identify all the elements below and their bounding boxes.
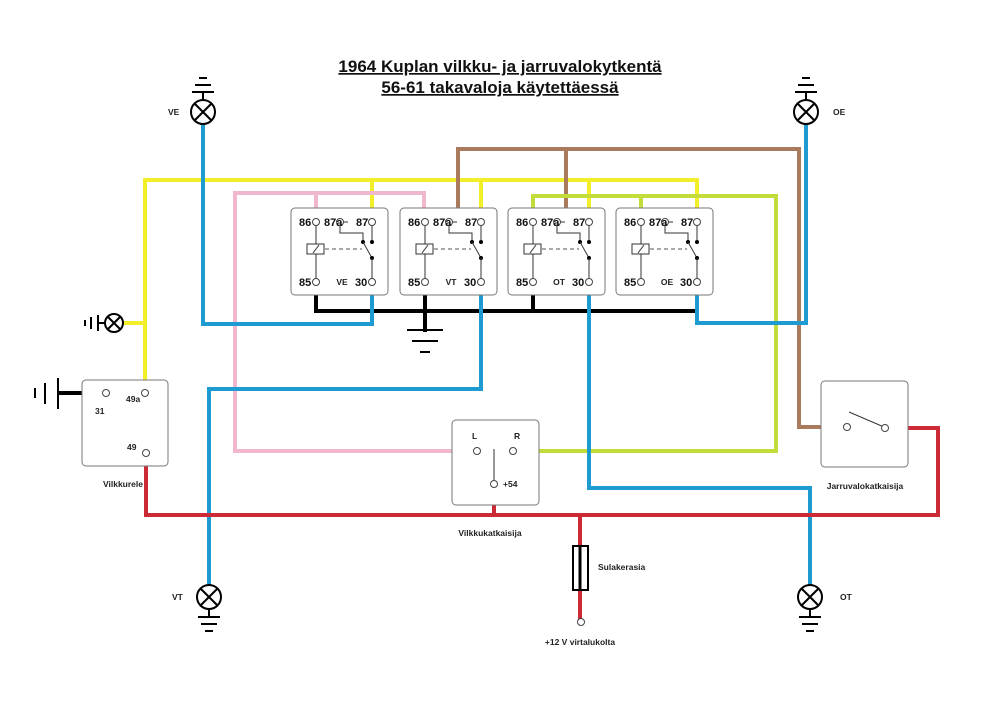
wire-black-ground (58, 280, 699, 395)
relay-terminal-87 (693, 218, 701, 226)
relay-terminal-30 (368, 278, 376, 286)
turn-switch-label: Vilkkukatkaisija (458, 528, 521, 538)
relay-terminal-30 (585, 278, 593, 286)
relay-terminal-30 (477, 278, 485, 286)
relay-pin-label-86: 86 (624, 217, 636, 229)
relay-box (399, 207, 498, 296)
relay-name-label: VE (336, 277, 348, 287)
lamp-vt-label: VT (172, 592, 184, 602)
diagram-title-line1: 1964 Kuplan vilkku- ja jarruvalokytkentä (338, 57, 662, 76)
flasher-relay-label: Vilkkurele (103, 479, 143, 489)
relay-name-label: OE (661, 277, 674, 287)
brake-light-switch: Jarruvalokatkaisija (820, 380, 909, 491)
relay-terminal-85 (421, 278, 429, 286)
ground-symbol-flasher (34, 378, 59, 409)
flasher-pin-49-label: 49 (127, 442, 137, 452)
relay-terminal-87 (368, 218, 376, 226)
relay-ve: 86 87a 87 85 30 VE (290, 207, 389, 296)
relay-vt: 86 87a 87 85 30 VT (399, 207, 498, 296)
relay-terminal-87 (585, 218, 593, 226)
relay-box (507, 207, 606, 296)
relay-pin-label-86: 86 (408, 217, 420, 229)
relay-pin-label-87a: 87a (433, 217, 452, 229)
lamp-oe-label: OE (833, 107, 846, 117)
relay-pin-label-30: 30 (572, 277, 584, 289)
brake-switch-terminal-2 (881, 424, 889, 432)
relay-pin-label-30: 30 (355, 277, 367, 289)
flasher-terminal-49a (141, 389, 149, 397)
turn-switch-pin-54: +54 (503, 479, 518, 489)
relay-terminal-85 (312, 278, 320, 286)
flasher-pin-31-label: 31 (95, 406, 105, 416)
relay-pin-label-87: 87 (573, 217, 585, 229)
brake-switch-terminal-1 (843, 423, 851, 431)
relay-pin-label-85: 85 (408, 277, 420, 289)
brake-switch-box (820, 380, 909, 468)
relay-terminal-87a (553, 218, 561, 226)
relay-pin-label-87a: 87a (324, 217, 343, 229)
turn-switch-terminal-L (473, 447, 481, 455)
lamp-oe: OE (793, 77, 846, 125)
flasher-pin-49a-label: 49a (126, 394, 140, 404)
wire-blue (201, 123, 812, 586)
relay-terminal-86 (529, 218, 537, 226)
relay-pin-label-87: 87 (681, 217, 693, 229)
relay-terminal-85 (529, 278, 537, 286)
relay-pin-label-85: 85 (299, 277, 311, 289)
relay-pin-label-85: 85 (516, 277, 528, 289)
relay-terminal-87 (477, 218, 485, 226)
relay-pin-label-30: 30 (464, 277, 476, 289)
flasher-terminal-49 (142, 449, 150, 457)
lamp-ot-label: OT (840, 592, 853, 602)
relay-oe: 86 87a 87 85 30 OE (615, 207, 714, 296)
turn-switch-terminal-R (509, 447, 517, 455)
relay-terminal-86 (421, 218, 429, 226)
relay-box (290, 207, 389, 296)
relay-ot: 86 87a 87 85 30 OT (507, 207, 606, 296)
flasher-relay-box (81, 379, 169, 467)
fuse-box: Sulakerasia +12 V virtalukolta (545, 545, 646, 647)
flasher-relay: 31 49a 49 Vilkkurele (81, 379, 169, 489)
relay-terminal-87a (336, 218, 344, 226)
lamp-ve-label: VE (168, 107, 180, 117)
relay-terminal-85 (637, 278, 645, 286)
relay-terminal-87a (445, 218, 453, 226)
relay-terminal-86 (637, 218, 645, 226)
relay-name-label: VT (446, 277, 458, 287)
relay-pin-label-86: 86 (516, 217, 528, 229)
relay-pin-label-85: 85 (624, 277, 636, 289)
lamp-ve: VE (168, 77, 216, 125)
relay-pin-label-86: 86 (299, 217, 311, 229)
supply-label: +12 V virtalukolta (545, 637, 615, 647)
diagram-title-line2: 56-61 takavaloja käytettäessä (381, 78, 619, 97)
relay-terminal-87a (661, 218, 669, 226)
relay-pin-label-87a: 87a (649, 217, 668, 229)
relay-pin-label-87: 87 (465, 217, 477, 229)
turn-switch-terminal-54 (490, 480, 498, 488)
turn-switch-pin-L: L (472, 431, 477, 441)
relay-name-label: OT (553, 277, 566, 287)
relay-pin-label-87a: 87a (541, 217, 560, 229)
brake-switch-label: Jarruvalokatkaisija (827, 481, 904, 491)
fuse-label: Sulakerasia (598, 562, 646, 572)
relay-box (615, 207, 714, 296)
turn-signal-switch: L R +54 Vilkkukatkaisija (451, 419, 540, 538)
supply-terminal (577, 618, 585, 626)
turn-switch-box (451, 419, 540, 506)
lamp-ot: OT (797, 584, 853, 632)
turn-switch-pin-R: R (514, 431, 520, 441)
flasher-terminal-31 (102, 389, 110, 397)
lamp-vt: VT (172, 584, 222, 632)
relay-terminal-86 (312, 218, 320, 226)
relay-pin-label-87: 87 (356, 217, 368, 229)
ground-symbol-main (407, 329, 443, 353)
indicator-lamp-dash (84, 313, 124, 333)
relay-terminal-30 (693, 278, 701, 286)
relay-pin-label-30: 30 (680, 277, 692, 289)
